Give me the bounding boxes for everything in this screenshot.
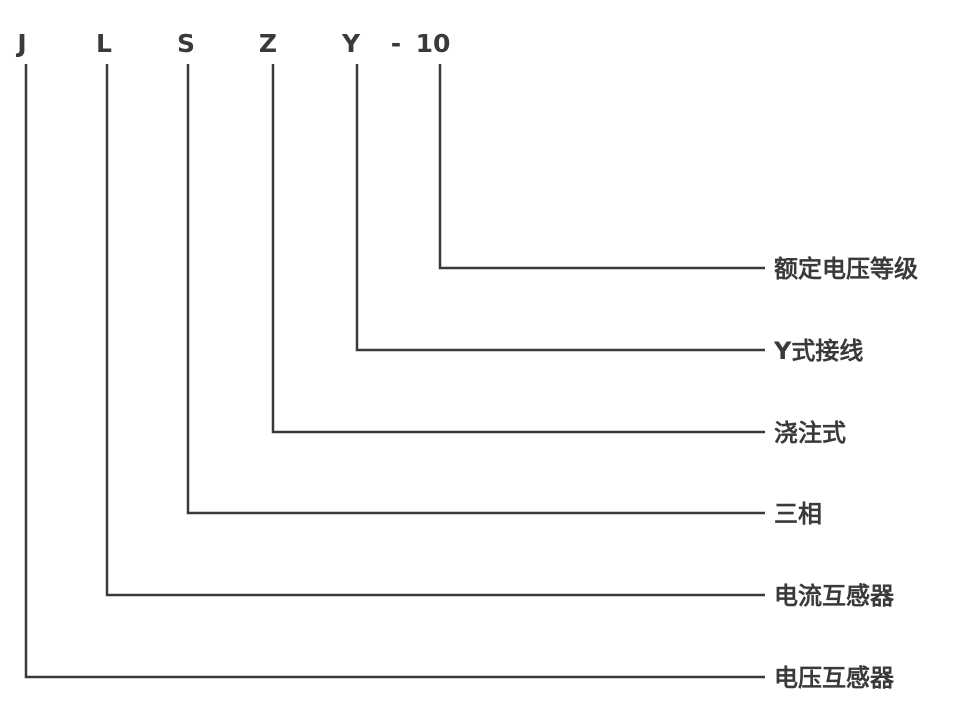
code-letter-y: Y xyxy=(341,29,361,58)
code-dash: - xyxy=(391,29,401,58)
leader-line-voltage-class xyxy=(438,64,765,270)
label-voltage-transformer: 电压互感器 xyxy=(774,664,895,692)
code-letter-z: Z xyxy=(259,29,277,58)
leader-line-current-transformer xyxy=(105,64,765,597)
code-number-10: 10 xyxy=(416,29,451,58)
label-rated-voltage-class: 额定电压等级 xyxy=(774,255,918,283)
code-letter-s: S xyxy=(177,29,195,58)
model-code: J L S Z Y - 10 xyxy=(15,29,450,58)
label-y-connection: Y式接线 xyxy=(773,337,863,365)
leader-line-cast-type xyxy=(271,64,765,434)
label-current-transformer: 电流互感器 xyxy=(774,582,895,610)
leader-lines xyxy=(24,64,765,679)
code-letter-l: L xyxy=(96,29,112,58)
code-letter-j: J xyxy=(15,29,26,58)
label-three-phase: 三相 xyxy=(774,500,822,528)
description-labels: 额定电压等级 Y式接线 浇注式 三相 电流互感器 电压互感器 xyxy=(773,255,918,692)
leader-line-voltage-transformer xyxy=(24,64,765,679)
leader-line-y-connection xyxy=(355,64,765,352)
leader-line-three-phase xyxy=(186,64,765,515)
label-cast-type: 浇注式 xyxy=(774,419,846,447)
